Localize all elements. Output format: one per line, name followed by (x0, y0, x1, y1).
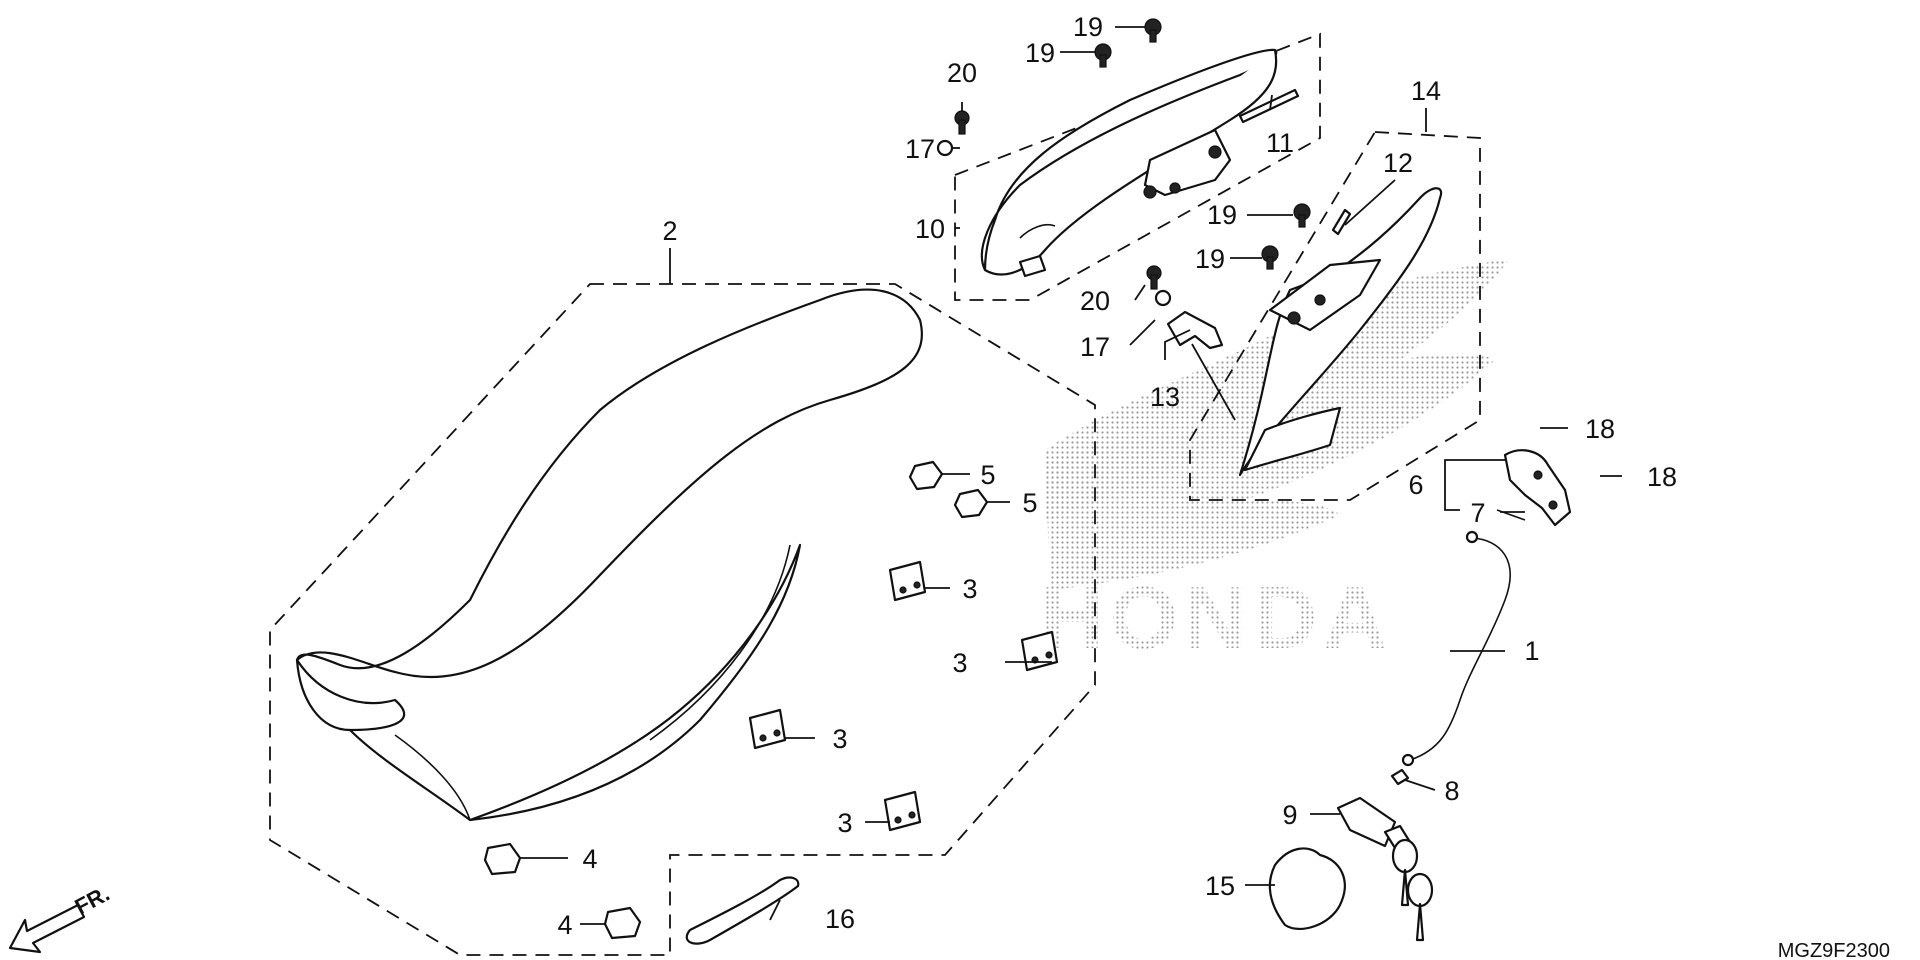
part-label-16: 16 (825, 904, 855, 934)
seat-bolt (954, 110, 1162, 290)
seat-cushion (483, 842, 642, 940)
part-label-4: 4 (582, 844, 597, 874)
pillion-seat (980, 48, 1278, 278)
part-label-4: 4 (557, 910, 572, 940)
hex-nut (908, 460, 989, 519)
part-label-20: 20 (947, 58, 977, 88)
seat-lock (1496, 449, 1572, 527)
part-label-3: 3 (962, 574, 977, 604)
washer (936, 139, 1172, 307)
rail-insert (1331, 208, 1352, 236)
part-label-3: 3 (832, 724, 847, 754)
part-label-5: 5 (1022, 488, 1037, 518)
part-label-19: 19 (1073, 12, 1103, 42)
part-label-19: 19 (1207, 200, 1237, 230)
part-label-13: 13 (1150, 382, 1180, 412)
part-label-18: 18 (1585, 414, 1615, 444)
part-label-17: 17 (905, 134, 935, 164)
part-label-2: 2 (662, 216, 677, 246)
part-label-1: 1 (1524, 636, 1539, 666)
part-label-12: 12 (1383, 148, 1413, 178)
part-label-3: 3 (952, 648, 967, 678)
part-labels: 1 2 3 3 3 3 4 4 5 5 6 7 8 9 10 11 12 13 … (557, 12, 1677, 940)
part-label-5: 5 (980, 460, 995, 490)
part-label-6: 6 (1408, 470, 1423, 500)
seat-rubber (748, 560, 1059, 832)
part-label-8: 8 (1444, 776, 1459, 806)
part-label-15: 15 (1205, 871, 1235, 901)
part-label-18: 18 (1647, 462, 1677, 492)
diagram-code: MGZ9F2300 (1778, 940, 1890, 960)
part-label-11: 11 (1266, 128, 1294, 158)
main-seat (295, 288, 923, 822)
honda-text-watermark: HONDA (1040, 568, 1393, 667)
part-label-19: 19 (1195, 244, 1225, 274)
part-label-10: 10 (915, 214, 945, 244)
part-label-3: 3 (837, 808, 852, 838)
cylinder-pin (1390, 768, 1410, 786)
seat-band (685, 876, 800, 945)
part-label-19: 19 (1025, 38, 1055, 68)
grab-rail-assembly-outline (1189, 131, 1481, 501)
seat-lock-cable (1401, 530, 1511, 767)
grab-rail (1238, 187, 1443, 477)
cylinder-cover (1268, 847, 1346, 930)
hook-bracket (1166, 310, 1224, 350)
part-label-20: 20 (1080, 286, 1110, 316)
part-label-14: 14 (1411, 76, 1441, 106)
key (1391, 838, 1434, 942)
part-label-17: 17 (1080, 332, 1110, 362)
honda-wing-watermark: HONDA (1040, 258, 1510, 667)
seat-assembly-outline (269, 283, 1096, 956)
front-arrow-icon (8, 903, 86, 954)
tube (1238, 88, 1300, 124)
flange-bolt (1094, 18, 1311, 270)
part-label-7: 7 (1470, 498, 1485, 528)
key-cylinder (1336, 796, 1412, 850)
leader-lines (520, 26, 1622, 925)
front-direction-marker: FR. (8, 881, 114, 954)
part-label-9: 9 (1282, 800, 1297, 830)
